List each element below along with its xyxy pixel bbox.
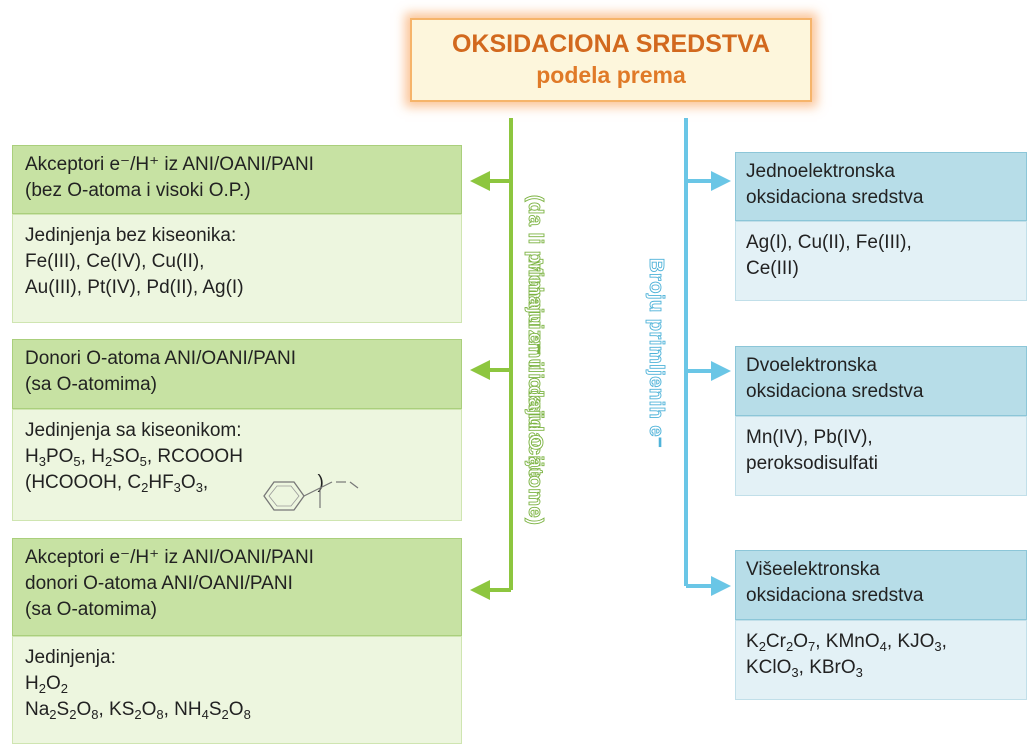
left-box-1-header: Akceptori e⁻/H⁺ iz ANI/OANI/PANI (bez O-… bbox=[12, 145, 462, 214]
mechanism-branch-sublabel: (da li primaju e⁻ ili daju O atome) bbox=[522, 195, 548, 526]
right-box-2-body-line: Mn(IV), Pb(IV), bbox=[746, 427, 873, 448]
right-box-3-header: Višeelektronska oksidaciona sredstva bbox=[735, 550, 1027, 620]
right-box-1-body-line: Ag(I), Cu(II), Fe(III), bbox=[746, 232, 912, 253]
right-box-3-header-line: oksidaciona sredstva bbox=[746, 585, 924, 606]
mechanism-branch-label: Mehanizmu oksidacije bbox=[522, 258, 548, 480]
mcpba-structure-icon bbox=[263, 481, 359, 511]
left-box-3-body: Jedinjenja: H2O2 Na2S2O8, KS2O8, NH4S2O8 bbox=[12, 636, 462, 744]
left-box-3-header-line: Akceptori e⁻/H⁺ iz ANI/OANI/PANI bbox=[25, 547, 314, 568]
left-box-3-header: Akceptori e⁻/H⁺ iz ANI/OANI/PANI donori … bbox=[12, 538, 462, 636]
left-box-2-header-line: Donori O-atoma ANI/OANI/PANI bbox=[25, 348, 297, 369]
title-box: OKSIDACIONA SREDSTVA podela prema bbox=[410, 18, 812, 102]
left-box-2-body-line: Jedinjenja sa kiseonikom: bbox=[25, 420, 242, 441]
left-box-2-formula-line-2: (HCOOOH, C2HF3O3, ) bbox=[25, 470, 451, 496]
right-box-1-body: Ag(I), Cu(II), Fe(III), Ce(III) bbox=[735, 221, 1027, 301]
left-box-2-header-line: (sa O-atomima) bbox=[25, 374, 157, 395]
right-box-2-header: Dvoelektronska oksidaciona sredstva bbox=[735, 346, 1027, 416]
right-box-3-body-line: K2Cr2O7, KMnO4, KJO3, bbox=[746, 631, 947, 654]
right-box-1-header-line: Jednoelektronska bbox=[746, 161, 895, 182]
right-box-1-body-line: Ce(III) bbox=[746, 258, 799, 279]
mechanism-label-line2: (da li primaju e⁻ ili daju O atome) bbox=[524, 195, 547, 526]
left-box-3-body-line: H2O2 bbox=[25, 673, 68, 696]
left-box-2-formula-line-1: H3PO5, H2SO5, RCOOOH bbox=[25, 446, 243, 469]
right-box-2-body-line: peroksodisulfati bbox=[746, 453, 879, 474]
left-box-1-body-line: Au(III), Pt(IV), Pd(II), Ag(I) bbox=[25, 277, 244, 298]
peracid-examples: (HCOOOH, C2HF3O3, ) bbox=[25, 472, 324, 495]
right-box-3-body-line: KClO3, KBrO3 bbox=[746, 657, 863, 680]
title-line1: OKSIDACIONA SREDSTVA bbox=[451, 30, 771, 58]
left-box-3-header-line: donori O-atoma ANI/OANI/PANI bbox=[25, 573, 293, 594]
right-box-1-header-line: oksidaciona sredstva bbox=[746, 187, 924, 208]
right-box-2-header-line: oksidaciona sredstva bbox=[746, 381, 924, 402]
left-box-1-body: Jedinjenja bez kiseonika: Fe(III), Ce(IV… bbox=[12, 214, 462, 323]
left-box-3-body-line: Na2S2O8, KS2O8, NH4S2O8 bbox=[25, 699, 251, 722]
count-branch-label: Broju primljenih e⁻ bbox=[643, 258, 669, 449]
left-box-1-body-line: Jedinjenja bez kiseonika: bbox=[25, 225, 237, 246]
right-box-1-header: Jednoelektronska oksidaciona sredstva bbox=[735, 152, 1027, 221]
left-box-1-header-line: (bez O-atoma i visoki O.P.) bbox=[25, 180, 251, 201]
title-line2: podela prema bbox=[536, 62, 686, 88]
right-box-2-body: Mn(IV), Pb(IV), peroksodisulfati bbox=[735, 416, 1027, 496]
left-box-3-body-line: Jedinjenja: bbox=[25, 647, 116, 668]
right-box-2-header-line: Dvoelektronska bbox=[746, 355, 877, 376]
right-box-3-body: K2Cr2O7, KMnO4, KJO3, KClO3, KBrO3 bbox=[735, 620, 1027, 700]
right-box-3-header-line: Višeelektronska bbox=[746, 559, 880, 580]
mechanism-label-line1: Mehanizmu oksidacije bbox=[524, 258, 547, 480]
left-box-3-header-line: (sa O-atomima) bbox=[25, 599, 157, 620]
count-label-text: Broju primljenih e⁻ bbox=[645, 258, 668, 449]
left-box-2-body: Jedinjenja sa kiseonikom: H3PO5, H2SO5, … bbox=[12, 409, 462, 521]
left-box-1-body-line: Fe(III), Ce(IV), Cu(II), bbox=[25, 251, 205, 272]
left-box-2-header: Donori O-atoma ANI/OANI/PANI (sa O-atomi… bbox=[12, 339, 462, 409]
left-box-1-header-line: Akceptori e⁻/H⁺ iz ANI/OANI/PANI bbox=[25, 154, 314, 175]
